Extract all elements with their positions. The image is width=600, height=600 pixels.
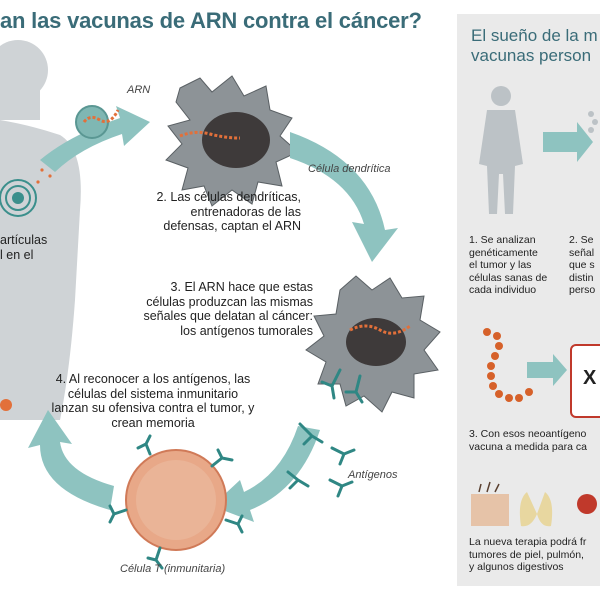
tumor-target-icon: [0, 179, 37, 217]
arrow-right-down: [290, 132, 398, 262]
label-antigens: Antígenos: [348, 469, 398, 481]
dendritic-cell-top: [165, 75, 299, 207]
panel-chain-icon: [588, 111, 598, 133]
panel-arrow-1: [543, 122, 593, 162]
step-3-text: 3. El ARN hace que estas células produzc…: [143, 280, 313, 338]
step-2-text: 2. Las células dendríticas, entrenadoras…: [156, 190, 301, 233]
organ-icons: [471, 481, 597, 527]
label-dendritic-cell: Célula dendrítica: [308, 163, 391, 175]
panel-art: [471, 86, 598, 527]
human-figure: [0, 40, 81, 420]
panel-footer: La nueva terapia podrá fr tumores de pie…: [469, 536, 587, 573]
panel-arrow-2: [527, 354, 567, 386]
dendritic-cell-middle: [305, 275, 441, 413]
step-4-text: 4. Al reconocer a los antígenos, las cél…: [51, 372, 255, 430]
label-particles: artículas l en el: [0, 233, 48, 262]
t-cell: [108, 434, 244, 570]
panel-step-2: 2. Se señal que s distin perso: [569, 234, 596, 296]
vaccine-label: X: [583, 367, 597, 389]
page-title: an las vacunas de ARN contra el cáncer?: [0, 8, 422, 33]
arrow-body-to-arn: [40, 106, 150, 172]
panel-step-1: 1. Se analizan genéticamente el tumor y …: [469, 234, 548, 296]
label-t-cell: Célula T (inmunitaria): [120, 563, 226, 575]
arrow-left-up: [28, 410, 114, 510]
label-arn: ARN: [127, 84, 151, 96]
antigens: [286, 368, 364, 498]
side-panel: El sueño de la m vacunas person 1. Se an…: [457, 14, 600, 586]
arrow-down-left: [212, 426, 320, 522]
diagram-art: [0, 40, 441, 570]
arn-particle: [75, 105, 120, 139]
panel-body-icon: [479, 86, 523, 214]
panel-step-3: 3. Con esos neoantígeno vacuna a medida …: [469, 428, 587, 453]
panel-antigen-chain: [483, 328, 533, 402]
panel-title: El sueño de la m vacunas person: [471, 26, 598, 65]
main-diagram: ARN Célula dendrítica artículas l en el …: [0, 40, 455, 600]
vaccine-vial: [570, 344, 600, 418]
tumor-dot: [0, 399, 12, 411]
